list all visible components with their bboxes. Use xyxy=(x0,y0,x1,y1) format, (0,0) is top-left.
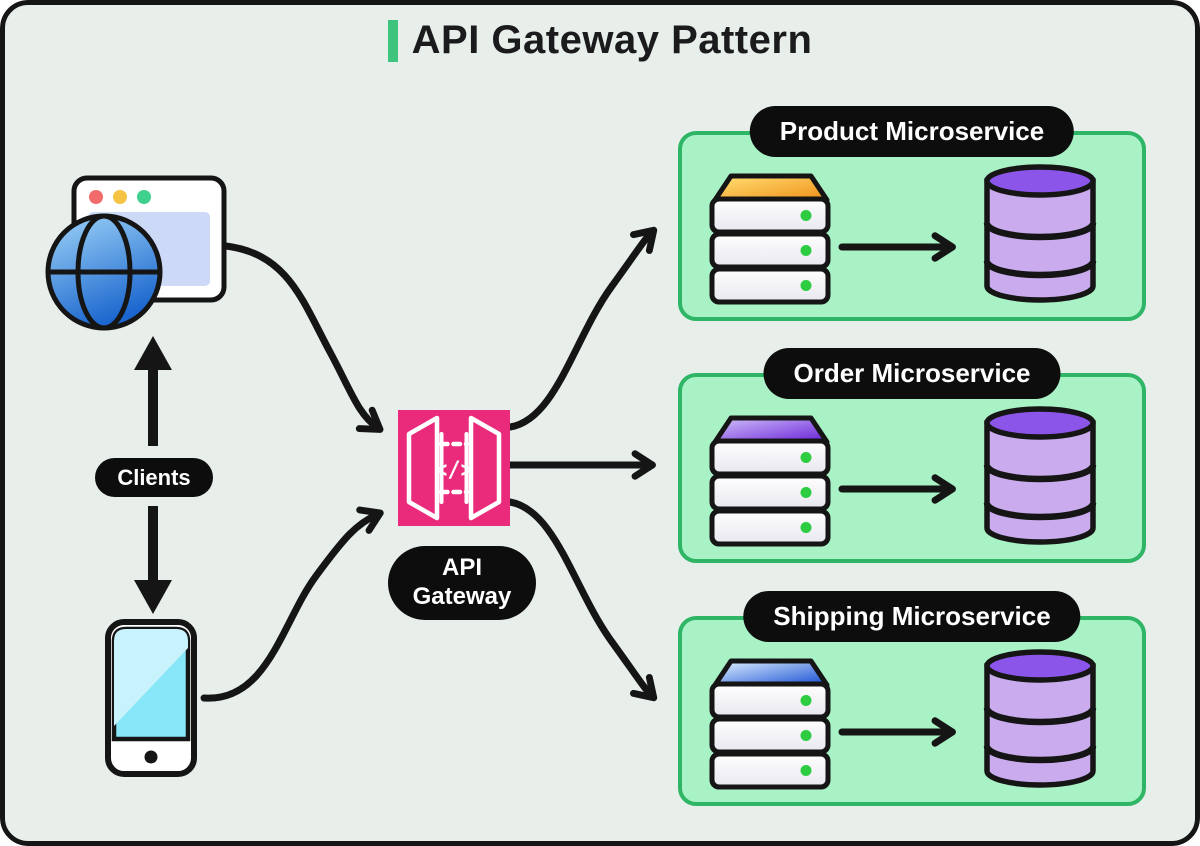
gateway-right-door xyxy=(468,415,502,521)
title-accent-bar xyxy=(387,19,398,62)
server-led xyxy=(800,245,812,256)
gateway-label-line2: Gateway xyxy=(412,583,512,610)
gateway-left-door xyxy=(406,415,440,521)
browser-dot-green xyxy=(137,190,151,204)
server-led xyxy=(800,452,812,463)
page-title: API Gateway Pattern xyxy=(411,18,813,62)
order-service-art xyxy=(709,406,1097,547)
api-gateway-icon: </> xyxy=(398,410,510,526)
server-led xyxy=(800,765,812,776)
arrow-phone-to-gateway xyxy=(200,506,384,702)
server-icon xyxy=(709,658,831,790)
server-led xyxy=(800,695,812,706)
database-icon xyxy=(983,406,1097,545)
shipping-service-art xyxy=(709,649,1097,790)
clients-double-arrow xyxy=(134,336,172,614)
database-icon xyxy=(983,649,1097,788)
server-icon xyxy=(709,173,831,305)
gateway-label-line1: API xyxy=(441,554,482,582)
server-led xyxy=(800,522,812,533)
clients-label: Clients xyxy=(95,458,213,497)
browser-dot-red xyxy=(89,190,103,204)
code-icon: </> xyxy=(434,458,474,483)
arrow-gateway-to-shipping xyxy=(506,498,658,702)
service-title-shipping: Shipping Microservice xyxy=(743,591,1081,642)
phone-home-button xyxy=(144,750,158,764)
server-led xyxy=(800,280,812,291)
smartphone-icon xyxy=(105,619,197,777)
globe-icon xyxy=(45,213,163,331)
server-led xyxy=(800,730,812,741)
diagram-title-row: API Gateway Pattern xyxy=(0,18,1200,63)
arrow-gateway-to-product xyxy=(506,226,658,431)
server-led xyxy=(800,210,812,221)
phone-screen-shine xyxy=(114,629,188,726)
service-title-order: Order Microservice xyxy=(763,348,1061,399)
server-icon xyxy=(709,415,831,547)
browser-dot-yellow xyxy=(113,190,127,204)
database-icon xyxy=(983,164,1097,303)
product-service-art xyxy=(709,164,1097,305)
arrow-browser-to-gateway xyxy=(222,242,384,433)
service-title-product: Product Microservice xyxy=(749,106,1075,157)
server-led xyxy=(800,487,812,498)
gateway-label: API Gateway xyxy=(388,546,536,620)
